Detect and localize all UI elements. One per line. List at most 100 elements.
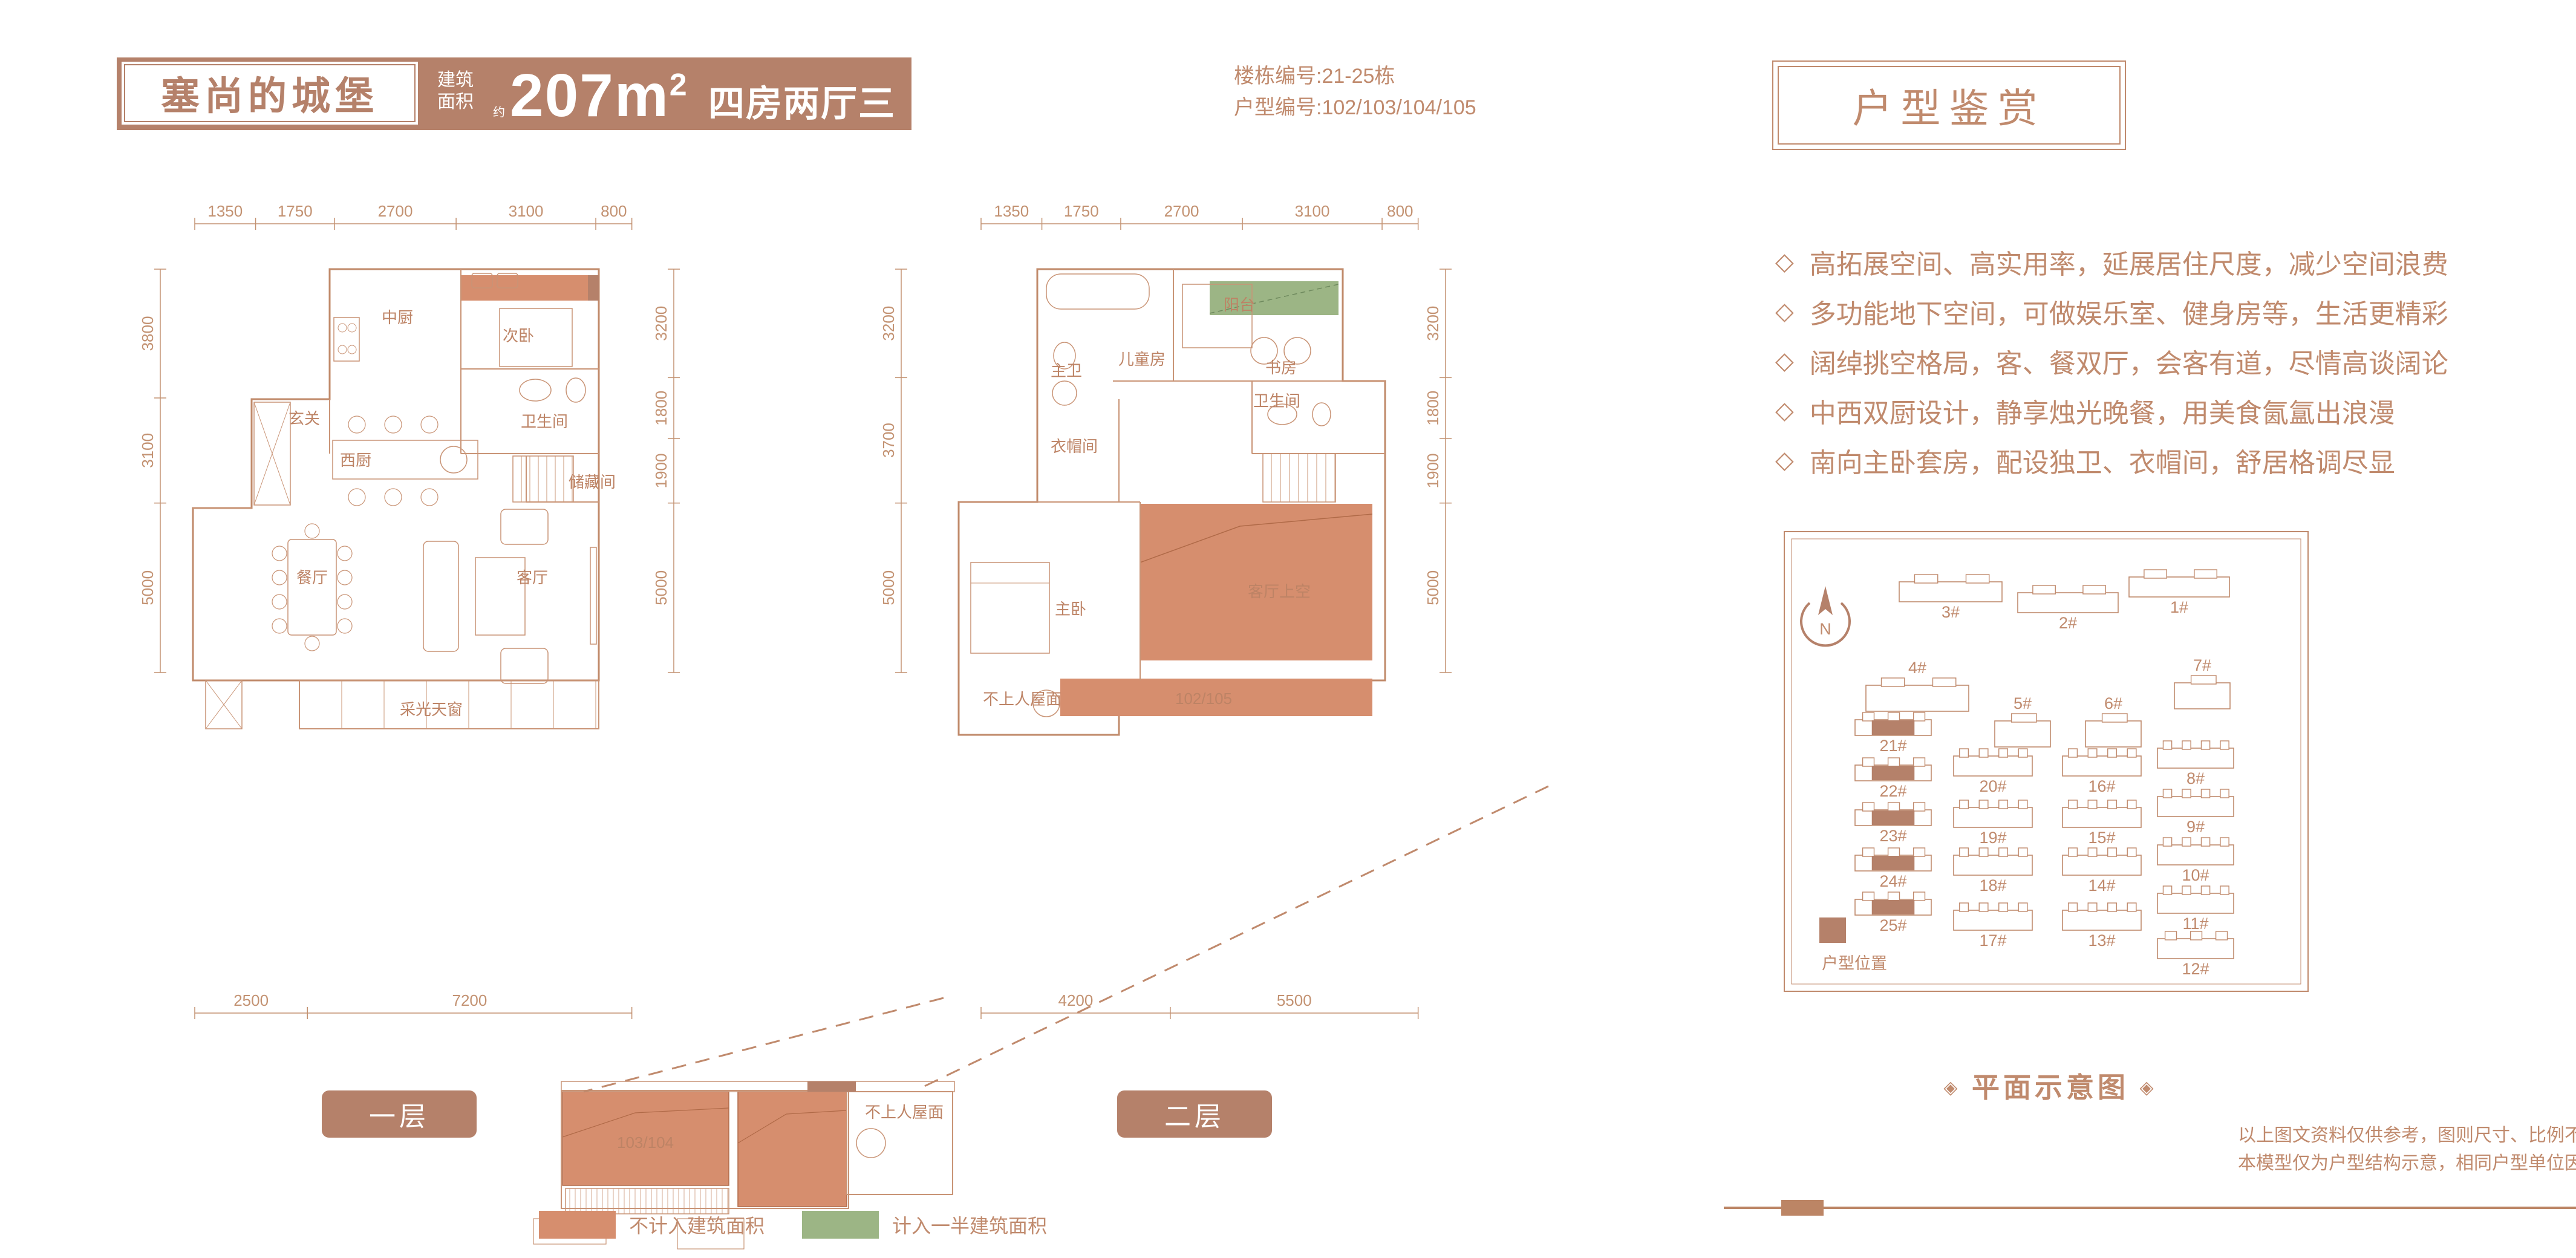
label: 餐厅 xyxy=(296,569,328,587)
label: 采光天窗 xyxy=(400,700,463,719)
disclaimer-line: 以上图文资料仅供参考，图则尺寸、比例不能作为面积度 xyxy=(2238,1126,2576,1146)
disclaimer-line: 本模型仅为户型结构示意，相同户型单位因楼栋、楼层、 xyxy=(2238,1153,2576,1173)
label: 3# xyxy=(1942,603,1960,621)
site-building: 8# xyxy=(2157,740,2234,787)
site-building: 22# xyxy=(1854,757,1932,800)
label: 3100 xyxy=(139,433,157,468)
label: 户型位置 xyxy=(1822,954,1887,973)
site-building: 19# xyxy=(1953,800,2033,847)
site-building: 20# xyxy=(1953,748,2033,795)
label: 6# xyxy=(2104,694,2122,712)
site-building: 5# xyxy=(1994,694,2051,748)
selling-point-text: 多功能地下空间，可做娱乐室、健身房等，生活更精彩 xyxy=(1809,299,2448,329)
label: 主卧 xyxy=(1055,600,1086,618)
label: 22# xyxy=(1879,782,1906,800)
label: 衣帽间 xyxy=(1051,437,1098,455)
site-building: 14# xyxy=(2062,847,2142,895)
label: 卫生间 xyxy=(521,412,568,431)
label: 15# xyxy=(2088,829,2115,847)
legend-label-half: 计入一半建筑面积 xyxy=(892,1215,1048,1237)
label: 玄关 xyxy=(289,409,320,428)
label: 16# xyxy=(2088,777,2115,795)
site-building: 7# xyxy=(2174,656,2231,709)
label: 3800 xyxy=(139,316,157,351)
site-building: 10# xyxy=(2157,837,2234,884)
label: 主卫 xyxy=(1051,362,1082,380)
label: 西厨 xyxy=(340,451,371,469)
building-no: 楼栋编号:21-25栋 xyxy=(1234,65,1395,88)
selling-point-3: ◇阔绰挑空格局，客、餐双厅，会客有道，尽情高谈阔论 xyxy=(1775,336,2561,386)
label: 5500 xyxy=(1277,991,1312,1009)
label: 中厨 xyxy=(382,308,413,327)
section-title: 户型鉴赏 xyxy=(1852,87,2046,131)
selling-point-text: 南向主卧套房，配设独卫、衣帽间，舒居格调尽显 xyxy=(1809,448,2395,478)
label: 3200 xyxy=(1424,306,1442,341)
label: 3700 xyxy=(879,423,898,458)
label: 客厅 xyxy=(517,569,548,587)
label: 3100 xyxy=(1295,202,1330,220)
label: 卫生间 xyxy=(1253,392,1300,410)
label: 8# xyxy=(2186,769,2205,787)
label: 不上人屋面 xyxy=(865,1103,944,1121)
floor2-button[interactable]: 二层 xyxy=(1117,1090,1272,1138)
label: 103/104 xyxy=(617,1133,674,1152)
selling-point-text: 高拓展空间、高实用率，延展居住尺度，减少空间浪费 xyxy=(1809,250,2448,279)
site-map: N3#2#1#4#5#6#7#21#22#23#24#25#20#19#18#1… xyxy=(1784,531,2309,992)
selling-points: ◇高拓展空间、高实用率，延展居住尺度，减少空间浪费◇多功能地下空间，可做娱乐室、… xyxy=(1775,237,2561,485)
footer-tick xyxy=(1781,1200,1824,1216)
label: 5000 xyxy=(652,570,670,605)
label: 1750 xyxy=(1064,202,1099,220)
site-building: 2# xyxy=(2017,585,2119,632)
selling-point-2: ◇多功能地下空间，可做娱乐室、健身房等，生活更精彩 xyxy=(1775,287,2561,336)
label: N xyxy=(1819,620,1831,638)
site-building: 23# xyxy=(1854,802,1932,845)
selling-point-text: 中西双厨设计，静享烛光晚餐，用美食氤氲出浪漫 xyxy=(1809,399,2395,428)
caption-text: 平面示意图 xyxy=(1972,1072,2129,1103)
diamond-icon: ◇ xyxy=(1775,447,1794,474)
label: 1# xyxy=(2170,598,2188,616)
label: 14# xyxy=(2088,876,2115,895)
label: 不上人屋面 xyxy=(983,690,1061,708)
label: 2# xyxy=(2059,614,2077,632)
label: 2500 xyxy=(233,991,269,1009)
site-building: 11# xyxy=(2157,885,2234,933)
building-codes: 楼栋编号:21-25栋 户型编号:102/103/104/105 xyxy=(1234,60,1476,123)
label: 3200 xyxy=(879,306,898,341)
site-building: 13# xyxy=(2062,902,2142,950)
label: 800 xyxy=(1387,202,1413,220)
disclaimer: 以上图文资料仅供参考，图则尺寸、比例不能作为面积度本模型仅为户型结构示意，相同户… xyxy=(2238,1122,2576,1178)
legend-swatch-excluded xyxy=(539,1211,616,1239)
project-title: 塞尚的城堡 xyxy=(161,75,379,118)
area-approx: 约 xyxy=(493,106,505,119)
diamond-icon: ◇ xyxy=(1775,348,1794,374)
header-bar: 塞尚的城堡 建筑面积 约 207m2 四房两厅三卫 xyxy=(117,57,911,177)
label: 18# xyxy=(1979,876,2006,895)
label: 1800 xyxy=(652,391,670,426)
site-building: 12# xyxy=(2157,931,2234,978)
caption-ornament-right: ◈ xyxy=(2139,1078,2157,1098)
site-building: 25# xyxy=(1854,891,1932,934)
label: 23# xyxy=(1879,827,1906,845)
label: 3200 xyxy=(652,306,670,341)
label: 1900 xyxy=(1424,454,1442,489)
site-building: 18# xyxy=(1953,847,2033,895)
label: 儿童房 xyxy=(1118,350,1166,368)
area-prefix: 建筑面积 xyxy=(437,70,474,112)
label: 7# xyxy=(2193,656,2211,674)
sitemap-caption: ◈ 平面示意图 ◈ xyxy=(1863,1066,2238,1106)
selling-point-4: ◇中西双厨设计，静享烛光晚餐，用美食氤氲出浪漫 xyxy=(1775,386,2561,435)
unit-spec: 四房两厅三卫 xyxy=(708,83,896,177)
label: 102/105 xyxy=(1175,689,1232,708)
label: 9# xyxy=(2186,818,2205,836)
label: 次卧 xyxy=(503,327,534,345)
site-building: 3# xyxy=(1899,574,2003,621)
label: 5000 xyxy=(1424,570,1442,605)
label: 5000 xyxy=(879,570,898,605)
floor1-button[interactable]: 一层 xyxy=(322,1090,477,1138)
label: 25# xyxy=(1879,916,1906,934)
roof-plan: 103/104 不上人屋面 xyxy=(533,1081,955,1250)
selling-point-1: ◇高拓展空间、高实用率，延展居住尺度，减少空间浪费 xyxy=(1775,237,2561,287)
footer-line xyxy=(1724,1207,2576,1209)
